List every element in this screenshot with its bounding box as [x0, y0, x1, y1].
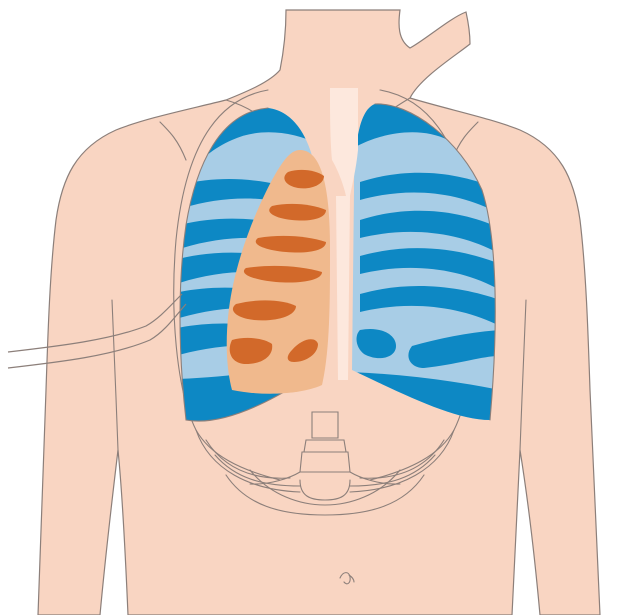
trachea-extension [336, 196, 350, 380]
